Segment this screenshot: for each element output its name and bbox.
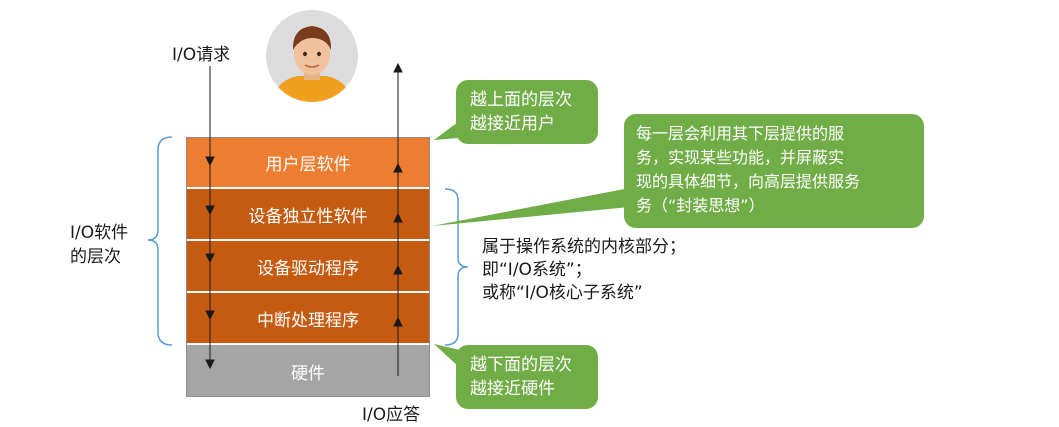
bubble-top: 越上面的层次 越接近用户 — [456, 80, 598, 144]
kernel-note-line-3: 或称“I/O核心子系统” — [482, 283, 643, 303]
kernel-note-line-2: 即“I/O系统”； — [482, 260, 592, 280]
right-bracket — [444, 188, 469, 346]
bubble-service: 每一层会利用其下层提供的服 务，实现某些功能，并屏蔽实 现的具体细节，向高层提供… — [624, 114, 924, 228]
layer-device-driver: 设备驱动程序 — [186, 241, 430, 293]
layer-hardware: 硬件 — [186, 345, 430, 397]
user-avatar — [262, 10, 362, 102]
layer-user-software: 用户层软件 — [186, 137, 430, 189]
kernel-note: 属于操作系统的内核部分； 即“I/O系统”； 或称“I/O核心子系统” — [482, 236, 686, 305]
request-arrow — [205, 66, 215, 370]
side-label-line-2: 的层次 — [70, 247, 121, 267]
layer-interrupt-handler: 中断处理程序 — [186, 293, 430, 345]
layer-device-independent-software: 设备独立性软件 — [186, 189, 430, 241]
response-arrow — [393, 62, 403, 376]
left-bracket — [147, 136, 173, 346]
side-label-line-1: I/O软件 — [70, 223, 129, 243]
bubble-bottom-tail — [434, 344, 460, 368]
io-request-label: I/O请求 — [172, 45, 231, 65]
bubble-top-tail — [434, 122, 458, 140]
kernel-note-line-1: 属于操作系统的内核部分； — [482, 237, 686, 257]
io-response-label: I/O应答 — [362, 405, 421, 425]
bubble-bottom: 越下面的层次 越接近硬件 — [456, 345, 598, 409]
bubble-service-tail — [432, 186, 640, 226]
layer-stack-border — [186, 137, 430, 397]
